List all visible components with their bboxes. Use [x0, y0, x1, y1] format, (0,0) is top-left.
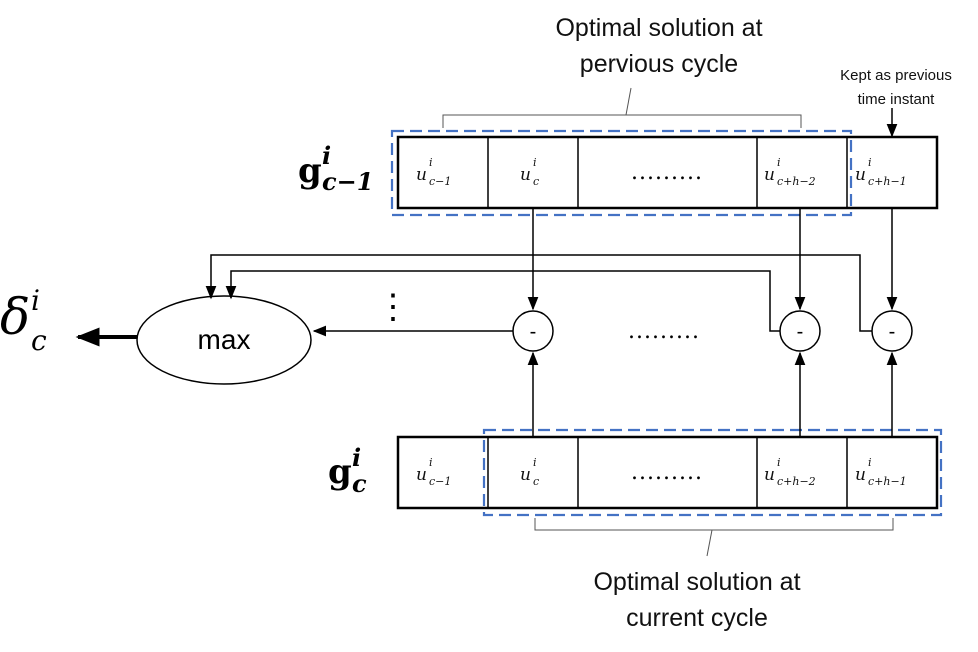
svg-text:c−1: c−1	[429, 175, 451, 188]
output-superscript: i	[31, 284, 40, 317]
vector-curr-cell: u i c−1	[416, 456, 451, 488]
svg-text:i: i	[777, 156, 781, 169]
prev-solution-dashed-outline	[390, 129, 853, 217]
vector-curr-cell: u i c+h−1	[855, 456, 907, 488]
prev-solution-line2: pervious cycle	[580, 50, 738, 78]
svg-text:u: u	[764, 165, 775, 185]
vector-curr-subscript: c	[352, 469, 367, 498]
svg-text:c: c	[533, 175, 539, 188]
svg-text:c+h−1: c+h−1	[868, 475, 907, 488]
subtractor-2: -	[779, 310, 821, 352]
horizontal-dots: .........	[628, 319, 700, 344]
curr-solution-line2: current cycle	[626, 604, 768, 632]
kept-label: Kept as previous time instant	[840, 67, 952, 108]
subtractor-3: -	[871, 310, 913, 352]
vector-curr-box: u i c−1 u i c ......... u i c+h−2 u i c+…	[396, 435, 939, 510]
svg-text:u: u	[855, 165, 866, 185]
output-base: δ	[0, 288, 30, 346]
svg-text:i: i	[777, 456, 781, 469]
kept-line1: Kept as previous	[840, 67, 952, 84]
curr-solution-label: Optimal solution at current cycle	[593, 568, 800, 632]
svg-text:-: -	[797, 321, 804, 343]
prev-solution-brace	[442, 114, 802, 128]
vector-curr-cell: u i c	[520, 456, 539, 488]
svg-text:i: i	[533, 456, 537, 469]
vector-prev-cell: u i c−1	[416, 156, 451, 188]
vector-prev-base: g	[298, 151, 322, 191]
vector-curr-superscript: i	[352, 443, 361, 472]
arrow-sub3-max	[205, 254, 872, 332]
svg-text:i: i	[868, 156, 872, 169]
svg-text:i: i	[429, 156, 433, 169]
svg-text:u: u	[416, 465, 427, 485]
prev-solution-label: Optimal solution at pervious cycle	[555, 14, 762, 78]
svg-text:c+h−1: c+h−1	[868, 175, 907, 188]
vector-prev-cell: .........	[631, 160, 703, 185]
vector-curr-label: g i c	[328, 443, 367, 498]
svg-text:.........: .........	[631, 160, 703, 185]
kept-line2: time instant	[858, 91, 936, 108]
svg-text:u: u	[764, 465, 775, 485]
subtractor-1: -	[512, 310, 554, 352]
svg-text:i: i	[868, 456, 872, 469]
vector-prev-cell: u i c+h−2	[764, 156, 816, 188]
svg-text:u: u	[520, 465, 531, 485]
vector-prev-cell: u i c+h−1	[855, 156, 907, 188]
max-label: max	[198, 324, 251, 355]
vector-prev-label: g i c−1	[298, 141, 373, 196]
svg-text:-: -	[530, 321, 537, 343]
vector-prev-box: u i c−1 u i c ......... u i c+h−2 u i c+…	[396, 135, 939, 210]
svg-text:i: i	[533, 156, 537, 169]
prev-solution-pointer	[625, 87, 632, 116]
arrow-sub2-max	[225, 270, 780, 332]
svg-text:u: u	[855, 465, 866, 485]
svg-text:u: u	[416, 165, 427, 185]
prev-solution-line1: Optimal solution at	[555, 14, 762, 42]
vector-prev-superscript: i	[322, 141, 331, 170]
curr-solution-brace	[534, 518, 894, 531]
vector-curr-cell: .........	[631, 460, 703, 485]
vector-curr-cell: u i c+h−2	[764, 456, 816, 488]
vector-prev-subscript: c−1	[322, 167, 373, 196]
vertical-dots: ⋮	[376, 287, 410, 327]
svg-text:i: i	[429, 456, 433, 469]
svg-text:-: -	[889, 321, 896, 343]
curr-solution-pointer	[706, 529, 713, 557]
svg-text:c: c	[533, 475, 539, 488]
svg-text:c−1: c−1	[429, 475, 451, 488]
output-label: δ i c	[0, 284, 47, 357]
max-node: max	[136, 295, 312, 385]
vector-prev-cell: u i c	[520, 156, 539, 188]
svg-text:.........: .........	[631, 460, 703, 485]
vector-curr-base: g	[328, 452, 352, 492]
svg-text:u: u	[520, 165, 531, 185]
svg-text:c+h−2: c+h−2	[777, 475, 816, 488]
curr-solution-line1: Optimal solution at	[593, 568, 800, 596]
svg-text:c+h−2: c+h−2	[777, 175, 816, 188]
output-subscript: c	[31, 324, 47, 357]
